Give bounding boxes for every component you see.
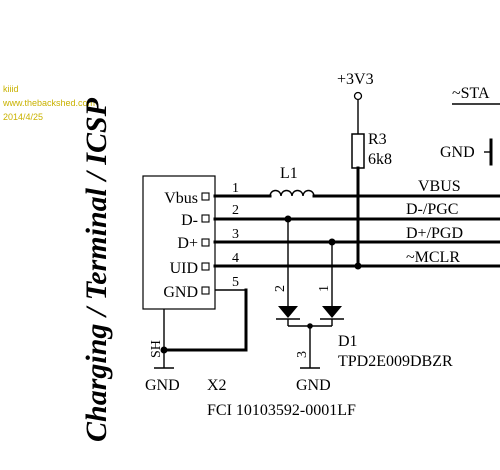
diode-part: TPD2E009DBZR [338,353,453,370]
pin-label-gnd: GND [163,284,198,301]
junction-shield [160,346,168,354]
power-rail-label: +3V3 [337,71,374,88]
pin-number-2: 2 [232,203,239,218]
watermark-site: www.thebackshed.com [2,98,95,108]
connector-pin-labels: Vbus D- D+ UID GND [163,190,198,301]
net-label-dplus: D+/PGD [406,225,463,242]
inductor-symbol [269,189,315,197]
power-port-3v3 [353,91,363,101]
connector-part: FCI 10103592-0001LF [207,402,356,419]
pin-square-3 [201,238,210,247]
connector-ref: X2 [207,377,227,394]
resistor-value: 6k8 [368,151,392,168]
net-label-dminus: D-/PGC [406,201,458,218]
ground-label-connector: GND [145,377,180,394]
sheet-title: Charging / Terminal / ICSP [80,97,113,442]
net-label-vbus: VBUS [418,178,461,195]
diode-ref: D1 [338,333,358,350]
pin-number-4: 4 [232,251,239,266]
diode-triangle-right [322,306,342,318]
pin-label-dminus: D- [181,212,198,229]
connector-pin-numbers: 1 2 3 4 5 [232,181,239,290]
pin-square-1 [201,192,210,201]
pin-label-vbus: Vbus [164,190,198,207]
pin-label-dplus: D+ [177,235,198,252]
junction-dplus [328,238,336,246]
pin-square-2 [201,214,210,223]
pin-number-1: 1 [232,181,239,196]
inductor-ref: L1 [280,165,298,182]
net-label-mclr: ~MCLR [406,249,460,266]
pin-label-uid: UID [170,260,198,277]
net-labels: VBUS D-/PGC D+/PGD ~MCLR [406,178,463,266]
ground-label-diode: GND [296,377,331,394]
resistor-ref: R3 [368,131,387,148]
pin-square-5 [201,286,210,295]
resistor-r3 [351,133,365,169]
shield-label: SH [149,340,164,358]
pin-number-5: 5 [232,275,239,290]
diode-pin-2: 2 [273,285,288,292]
diode-pin-3: 3 [295,351,310,358]
pin-number-3: 3 [232,227,239,242]
junction-dminus [284,215,292,223]
net-label-stat: ~STA [452,85,490,102]
connector-pin-squares [201,192,210,295]
diode-triangle-left [278,306,298,318]
watermark-author: kiiid [3,84,19,94]
watermark-date: 2014/4/25 [3,112,43,122]
junction-mclr [354,262,362,270]
diode-d1 [276,215,344,369]
ground-label-right: GND [440,144,475,161]
pin-square-4 [201,262,210,271]
diode-pin-1: 1 [317,285,332,292]
watermark: kiiid www.thebackshed.com 2014/4/25 [2,84,95,122]
